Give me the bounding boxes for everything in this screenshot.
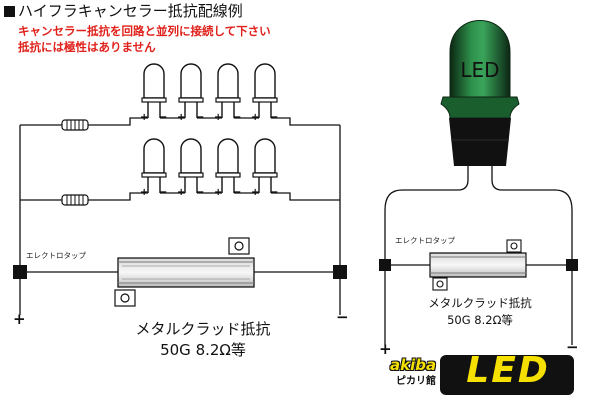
row1-led-4 [252,63,278,119]
led-bulb-label: LED [460,58,500,82]
left-tap-label: エレクトロタップ [26,251,86,260]
row1-led1-plus: + [140,112,149,123]
right-minus-wire [491,166,573,345]
left-electro-tap-plus [13,265,27,279]
right-minus-sign: − [566,338,579,356]
right-metal-clad-resistor [429,239,527,291]
right-electro-tap-plus [379,259,391,271]
left-minus-sign: − [336,308,349,326]
row2-led-2 [178,138,204,194]
logo-pikarikan-text: ピカリ館 [396,376,436,387]
row2-led1-plus: + [140,187,149,198]
left-resistor-spec: 50G 8.2Ω等 [160,341,246,359]
diagram-title: ハイフラキャンセラー抵抗配線例 [4,4,243,19]
right-plus-wire [384,166,469,345]
instruction-note-1: キャンセラー抵抗を回路と並列に接続して下さい [18,24,271,38]
row1-small-resistor [61,119,89,131]
title-square-icon [4,6,15,17]
row2-small-resistor [61,194,89,206]
instruction-note-2: 抵抗には極性はありません [18,40,156,54]
right-circuit [384,166,573,345]
row2-wire-c [271,192,340,201]
led-bulb [440,20,520,166]
right-resistor-name: メタルクラッド抵抗 [428,296,532,310]
row1-led-1 [141,63,167,119]
row2-led4-plus: + [251,187,260,198]
left-plus-sign: + [13,310,26,328]
right-tap-label: エレクトロタップ [395,236,455,245]
row2-wire-b [88,192,148,201]
row2-led2-minus: − [196,187,205,198]
row1-wire-b [88,117,148,126]
row2-led3-plus: + [214,187,223,198]
right-electro-tap-minus [566,259,578,271]
row1-led3-minus: − [233,112,242,123]
right-plus-sign: + [379,340,392,358]
row1-led-2 [178,63,204,119]
row1-led3-plus: + [214,112,223,123]
row1-led-3 [215,63,241,119]
row1-led2-minus: − [196,112,205,123]
row2-led-3 [215,138,241,194]
right-resistor-spec: 50G 8.2Ω等 [447,313,513,327]
row1-led4-minus: − [270,112,279,123]
akiba-pikari-logo [388,355,574,395]
row1-led1-minus: − [159,112,168,123]
row2-led2-plus: + [177,187,186,198]
row2-led3-minus: − [233,187,242,198]
row2-led1-minus: − [159,187,168,198]
left-electro-tap-minus [333,265,347,279]
row2-led4-minus: − [270,187,279,198]
left-resistor-name: メタルクラッド抵抗 [135,320,271,338]
row1-led4-plus: + [251,112,260,123]
logo-led-text: LED [466,350,550,391]
row2-led-4 [252,138,278,194]
left-circuit [19,117,341,315]
row1-led2-plus: + [177,112,186,123]
title-text: ハイフラキャンセラー抵抗配線例 [18,2,243,20]
logo-akiba-text: akiba [390,356,437,374]
left-metal-clad-resistor [114,237,255,307]
row2-led-1 [141,138,167,194]
row1-wire-c [271,117,340,126]
